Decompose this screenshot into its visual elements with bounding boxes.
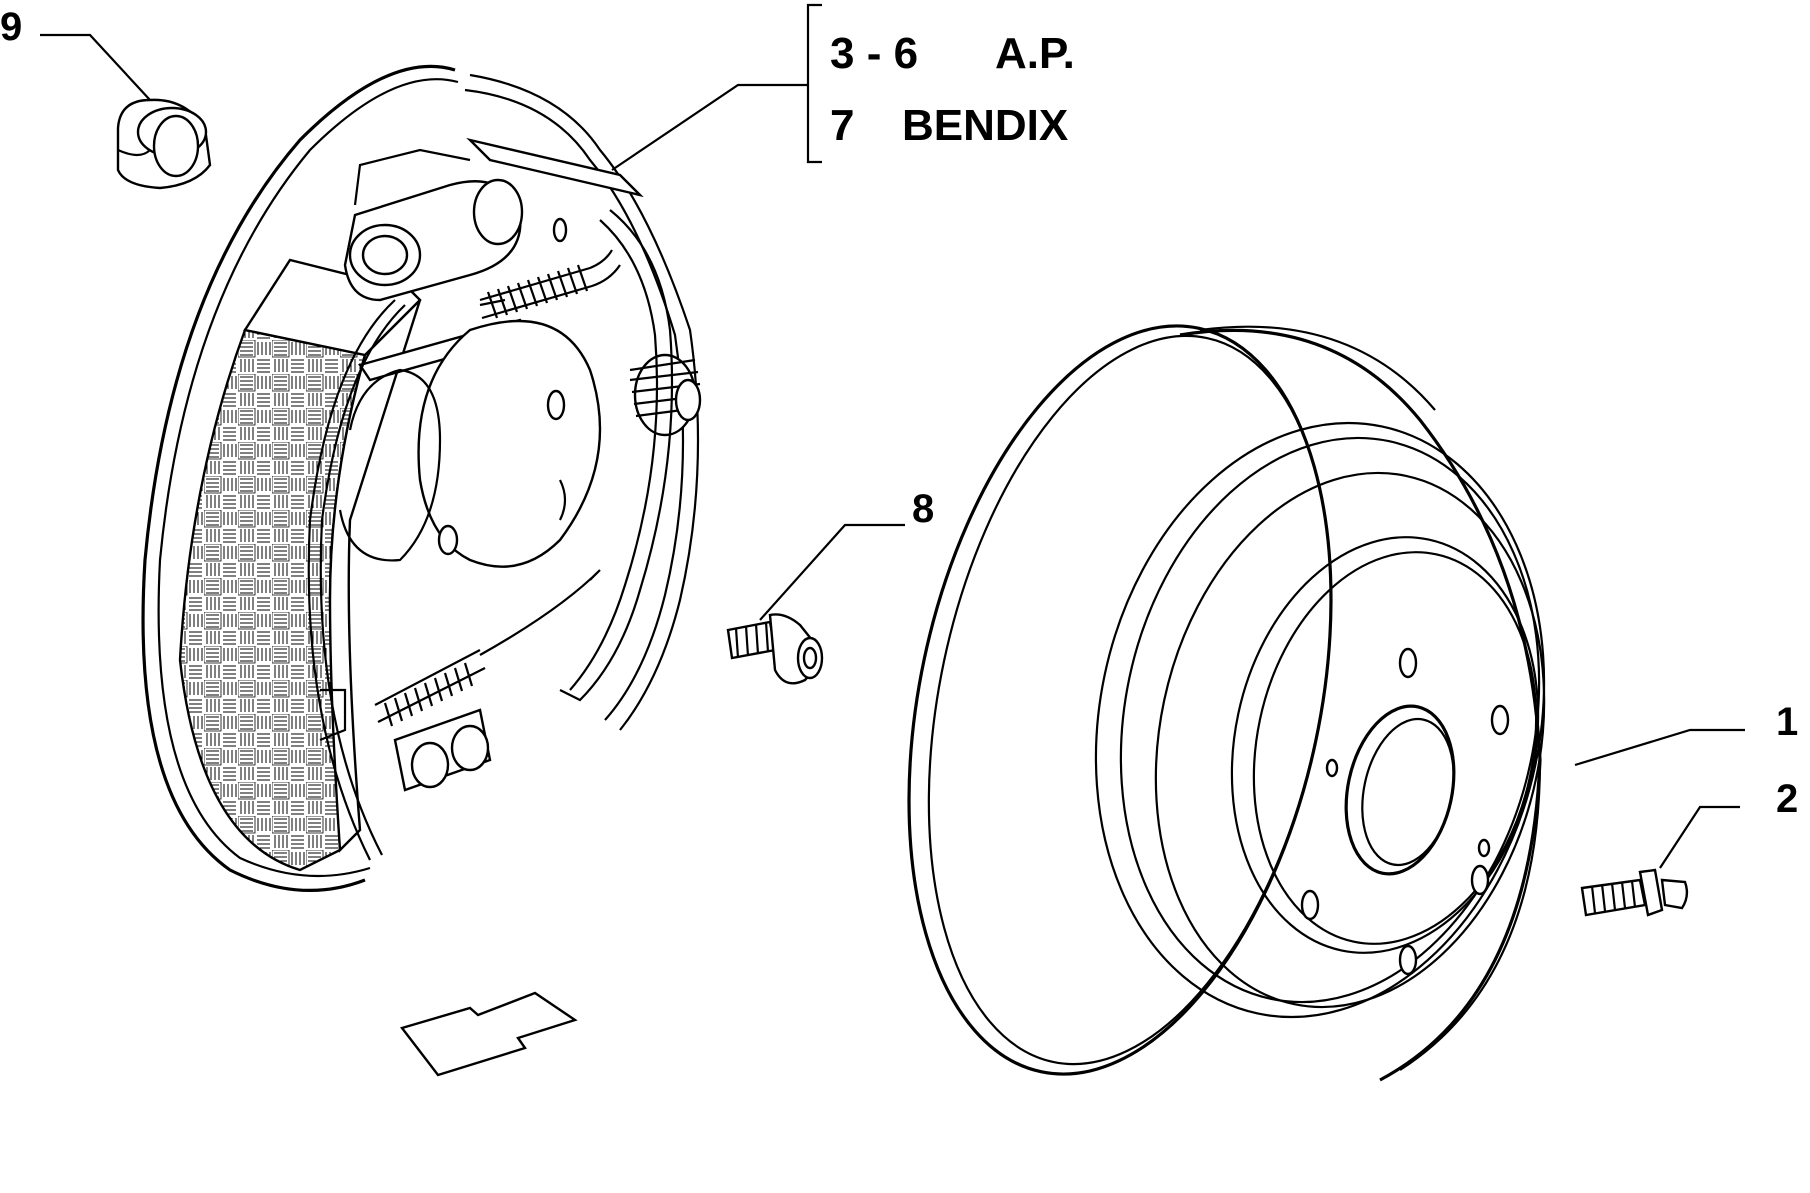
- callout-9: 9: [0, 5, 22, 49]
- callout-1: 1: [1776, 700, 1798, 744]
- backing-plate-assembly: [141, 64, 702, 893]
- group-name-bendix: BENDIX: [902, 101, 1068, 150]
- plug-part-9: [116, 98, 212, 190]
- bolt-part-8: [726, 613, 824, 685]
- group-name-ap: A.P.: [995, 29, 1075, 78]
- group-parts-7: 7: [830, 101, 854, 150]
- upper-return-spring: [479, 249, 621, 320]
- callout-8: 8: [912, 487, 934, 531]
- lower-return-spring: [374, 569, 601, 727]
- direction-arrow: [399, 991, 578, 1077]
- hold-down-spring: [629, 353, 702, 437]
- leader-lines: [40, 3, 1745, 869]
- anchor-block: [319, 688, 492, 792]
- wheel-cylinder: [343, 148, 524, 302]
- brake-drum-part-1: [907, 324, 1546, 1082]
- screw-part-2: [1580, 868, 1689, 917]
- group-parts-3-6: 3 - 6: [830, 29, 918, 78]
- callout-2: 2: [1776, 777, 1798, 821]
